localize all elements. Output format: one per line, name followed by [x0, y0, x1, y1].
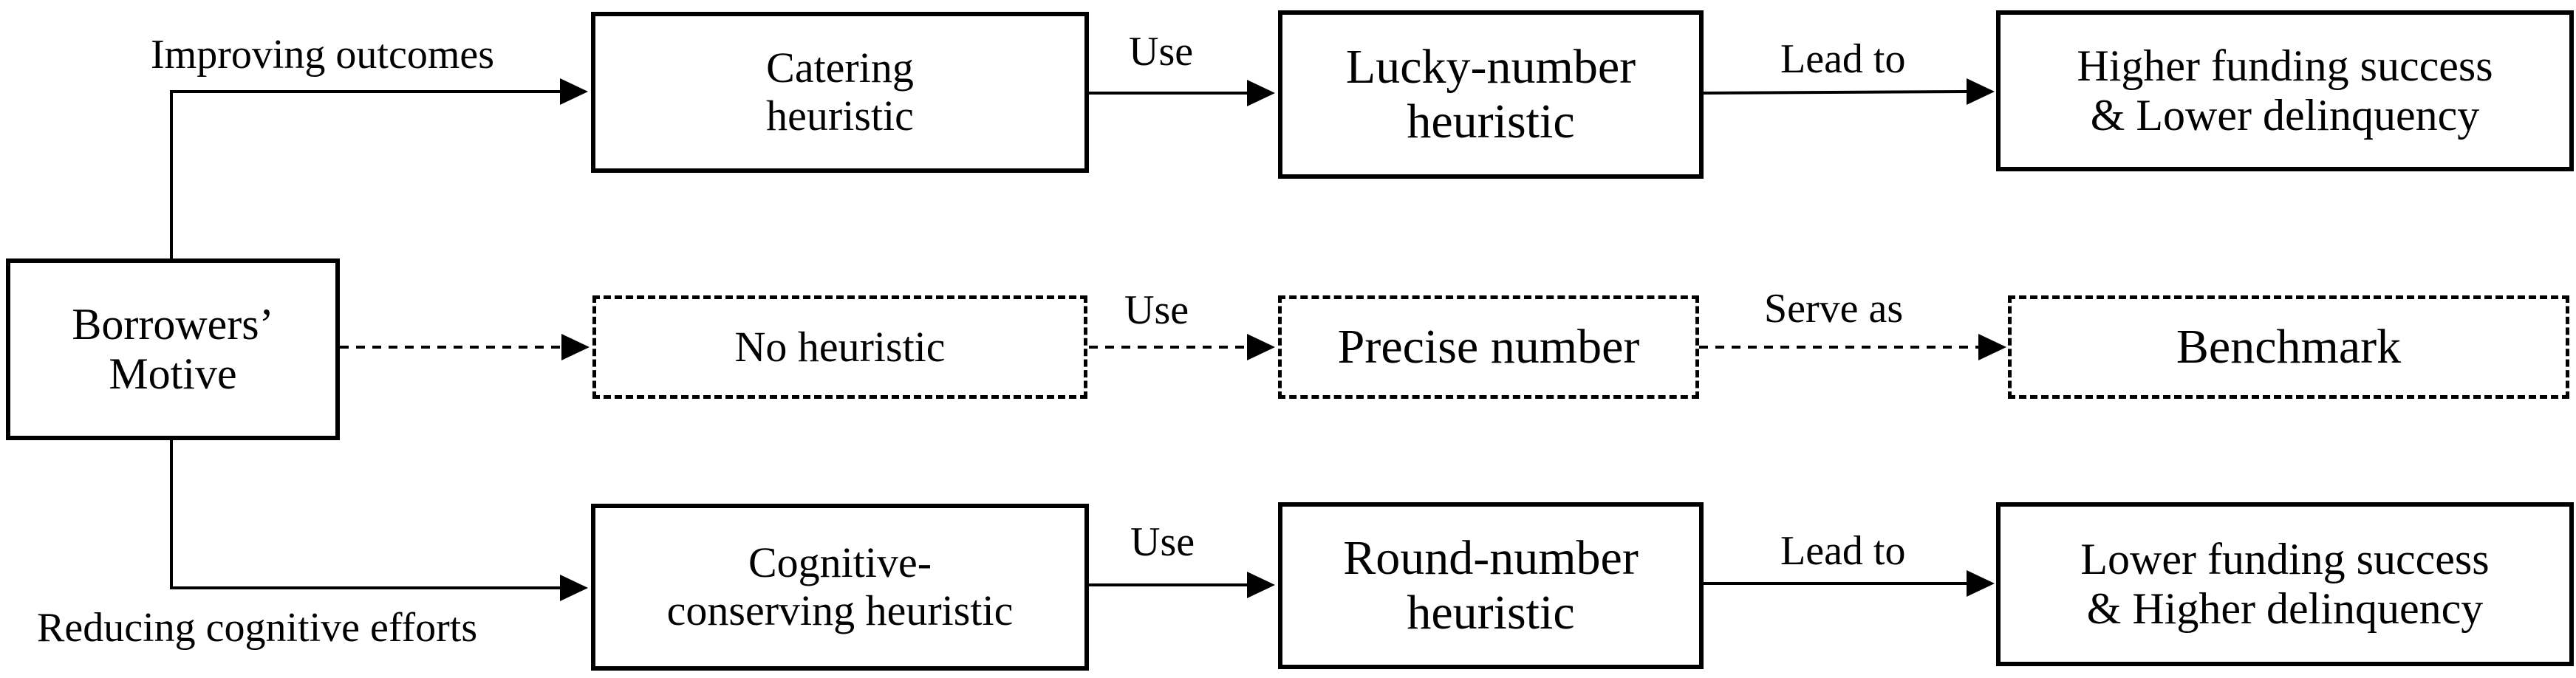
no-heuristic-to-precise-arrowhead: [1247, 334, 1275, 360]
borrowers-motive-box: Borrowers’ Motive: [6, 258, 340, 440]
cognitive-conserving-heuristic-box: Cognitive- conserving heuristic: [591, 504, 1089, 671]
no-heuristic-box: No heuristic: [592, 295, 1087, 399]
use-bottom-label: Use: [1130, 519, 1195, 565]
precise-to-benchmark-arrowhead: [1978, 334, 2006, 360]
serve-as-label: Serve as: [1764, 286, 1904, 332]
improving-outcomes-arrowhead: [560, 78, 588, 105]
catering-heuristic-label: Catering heuristic: [766, 44, 914, 140]
use-top-label: Use: [1129, 29, 1194, 75]
lead-to-bottom-label: Lead to: [1780, 528, 1906, 574]
benchmark-box: Benchmark: [2008, 295, 2569, 399]
improving-outcomes-label: Improving outcomes: [151, 32, 495, 78]
benchmark-label: Benchmark: [2176, 320, 2402, 374]
precise-number-box: Precise number: [1278, 295, 1699, 399]
round-number-heuristic-box: Round-number heuristic: [1278, 502, 1704, 669]
higher-funding-success-box: Higher funding success & Lower delinquen…: [1996, 10, 2574, 171]
motive-to-no-heuristic-arrowhead: [561, 334, 590, 360]
catering-heuristic-box: Catering heuristic: [591, 12, 1089, 173]
use-middle-label: Use: [1124, 287, 1189, 333]
no-heuristic-label: No heuristic: [734, 322, 946, 371]
cognitive-to-round-arrowhead: [1247, 572, 1275, 598]
higher-funding-success-label: Higher funding success & Lower delinquen…: [2077, 41, 2493, 140]
lucky-to-higher-connector: [1703, 90, 1967, 95]
improving-outcomes-connector: [170, 90, 561, 258]
catering-to-lucky-arrowhead: [1247, 80, 1275, 106]
lead-to-top-label: Lead to: [1780, 36, 1906, 82]
precise-number-label: Precise number: [1337, 320, 1640, 374]
round-number-heuristic-label: Round-number heuristic: [1343, 531, 1639, 640]
lucky-number-heuristic-box: Lucky-number heuristic: [1278, 10, 1704, 179]
round-to-lower-arrowhead: [1967, 570, 1995, 597]
lucky-number-heuristic-label: Lucky-number heuristic: [1345, 40, 1636, 148]
lower-funding-success-label: Lower funding success & Higher delinquen…: [2080, 534, 2490, 633]
reducing-efforts-arrowhead: [560, 575, 588, 601]
reducing-cognitive-efforts-label: Reducing cognitive efforts: [37, 605, 478, 651]
lucky-to-higher-arrowhead: [1967, 78, 1995, 105]
reducing-efforts-connector: [170, 440, 561, 589]
cognitive-conserving-heuristic-label: Cognitive- conserving heuristic: [666, 538, 1014, 634]
lower-funding-success-box: Lower funding success & Higher delinquen…: [1996, 502, 2574, 666]
borrowers-motive-label: Borrowers’ Motive: [72, 299, 274, 398]
